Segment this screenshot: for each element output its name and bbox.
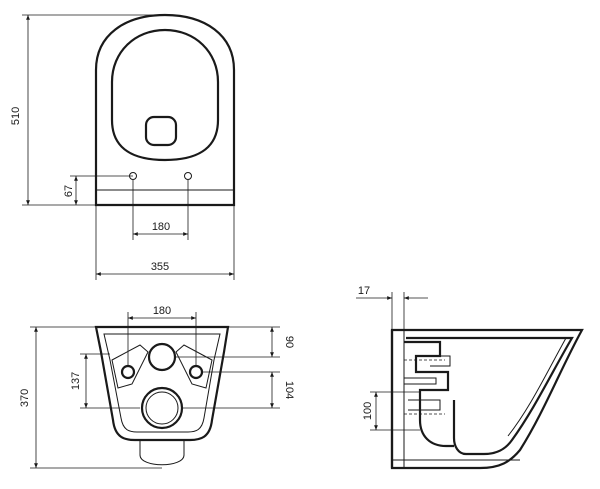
top-view-outline	[94, 13, 236, 207]
top-view-bowl	[110, 28, 220, 162]
back-view-inlet	[147, 342, 177, 372]
back-view-outlet	[140, 386, 184, 430]
back-fixing-hole-left	[120, 364, 136, 380]
dim-back-fixing-height-label: 137	[70, 372, 82, 390]
dim-top-height: 510	[10, 14, 160, 206]
dim-top-fixing-offset: 67	[63, 175, 133, 205]
dim-side-outlet-height: 100	[362, 391, 420, 431]
dim-back-length-label: 370	[19, 389, 31, 407]
dim-back-top-offset-label: 90	[283, 336, 295, 348]
fixing-hole-right	[184, 172, 192, 180]
back-view-outline	[94, 325, 230, 442]
dim-back-fixing-height: 137	[70, 353, 140, 409]
top-view-drain	[144, 115, 178, 147]
side-view-siphon	[404, 340, 454, 448]
dim-back-fixing-spacing: 180	[127, 305, 197, 366]
side-view: 17 100	[356, 285, 584, 470]
dim-back-length: 370	[19, 326, 162, 469]
dim-top-fixing-spacing-label: 180	[152, 221, 170, 233]
dim-top-height-label: 510	[10, 107, 22, 125]
back-view-frame	[103, 333, 221, 433]
back-fixing-hole-right	[188, 364, 204, 380]
dim-back-fixing-spacing-label: 180	[153, 305, 171, 317]
top-view: 510 67 180 355	[10, 13, 236, 280]
dim-top-fixing-offset-label: 67	[63, 185, 75, 197]
back-view: 180 370 137 90 104	[19, 305, 295, 469]
dim-side-wall-gap-label: 17	[358, 285, 370, 297]
side-view-bowl	[406, 336, 574, 456]
dim-back-mid-offset: 104	[182, 371, 295, 409]
dim-top-width: 355	[95, 205, 235, 280]
dim-back-mid-offset-label: 104	[283, 381, 295, 399]
dim-back-top-offset: 90	[175, 326, 295, 358]
dim-side-outlet-height-label: 100	[362, 402, 374, 420]
dim-top-fixing-spacing: 180	[132, 180, 189, 240]
dim-top-width-label: 355	[151, 261, 169, 273]
dim-side-wall-gap: 17	[356, 285, 428, 330]
side-view-outline	[390, 328, 584, 470]
